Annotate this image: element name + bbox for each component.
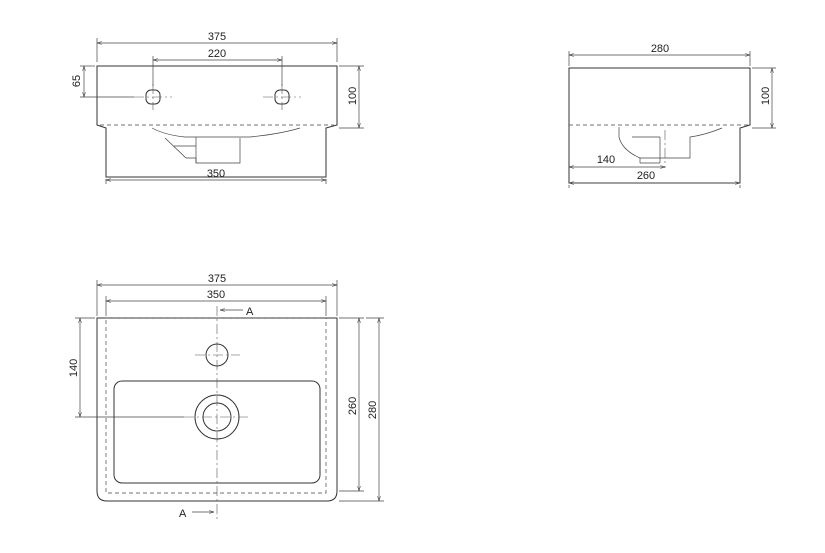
dim-front-height: 100: [339, 65, 364, 129]
section-label-bottom: A: [179, 508, 187, 520]
side-basin-bowl: [618, 127, 723, 159]
top-view: A A 375 350 140: [68, 273, 384, 522]
dim-side-depth-overall: 280: [568, 43, 751, 66]
side-view: 280 100 140 260: [568, 43, 776, 188]
top-view-outline: [96, 317, 338, 502]
front-waste-trap: [164, 137, 241, 164]
dim-front-375-label: 375: [208, 31, 226, 43]
dim-side-drain-offset: 140: [569, 154, 665, 167]
dim-top-260-label: 260: [347, 397, 359, 415]
dim-side-depth-inner: 260: [568, 170, 741, 188]
dim-top-width-overall: 375: [96, 273, 338, 316]
front-view-outline: [96, 65, 338, 178]
dim-hole-height: 65: [71, 65, 134, 98]
dim-front-width-overall: 375: [96, 31, 338, 62]
dim-top-depth-overall: 280: [339, 317, 384, 502]
section-mark-bottom: A: [179, 508, 214, 520]
dim-side-height-label: 100: [760, 87, 772, 105]
front-basin-bowl: [151, 127, 301, 138]
dim-side-height: 100: [752, 67, 776, 129]
dim-side-140-label: 140: [597, 154, 615, 166]
dim-top-375-label: 375: [208, 273, 226, 285]
tap-hole-right: [263, 84, 301, 110]
section-label-top: A: [246, 306, 254, 318]
dim-top-tap-offset: 140: [68, 317, 184, 418]
dim-tap-spacing: 220: [152, 48, 283, 86]
dim-front-width-bottom: 350: [105, 168, 327, 184]
dim-top-140-label: 140: [68, 359, 80, 377]
tap-hole-left: [134, 84, 172, 110]
dim-tap-spacing-label: 220: [208, 48, 226, 60]
dim-front-350-label: 350: [207, 168, 225, 180]
dim-front-height-label: 100: [347, 87, 359, 105]
dim-top-width-inner: 350: [105, 289, 327, 316]
dim-top-350-label: 350: [207, 289, 225, 301]
top-view-inner-edge: [105, 317, 327, 494]
dim-top-280-label: 280: [367, 401, 379, 419]
dim-side-280-label: 280: [651, 43, 669, 55]
section-mark-top: A: [220, 306, 254, 318]
dim-hole-height-label: 65: [71, 75, 83, 87]
dim-side-260-label: 260: [637, 170, 655, 182]
front-view: 375 220 65 100 350: [71, 31, 364, 184]
dim-top-depth-inner: 260: [339, 317, 364, 492]
